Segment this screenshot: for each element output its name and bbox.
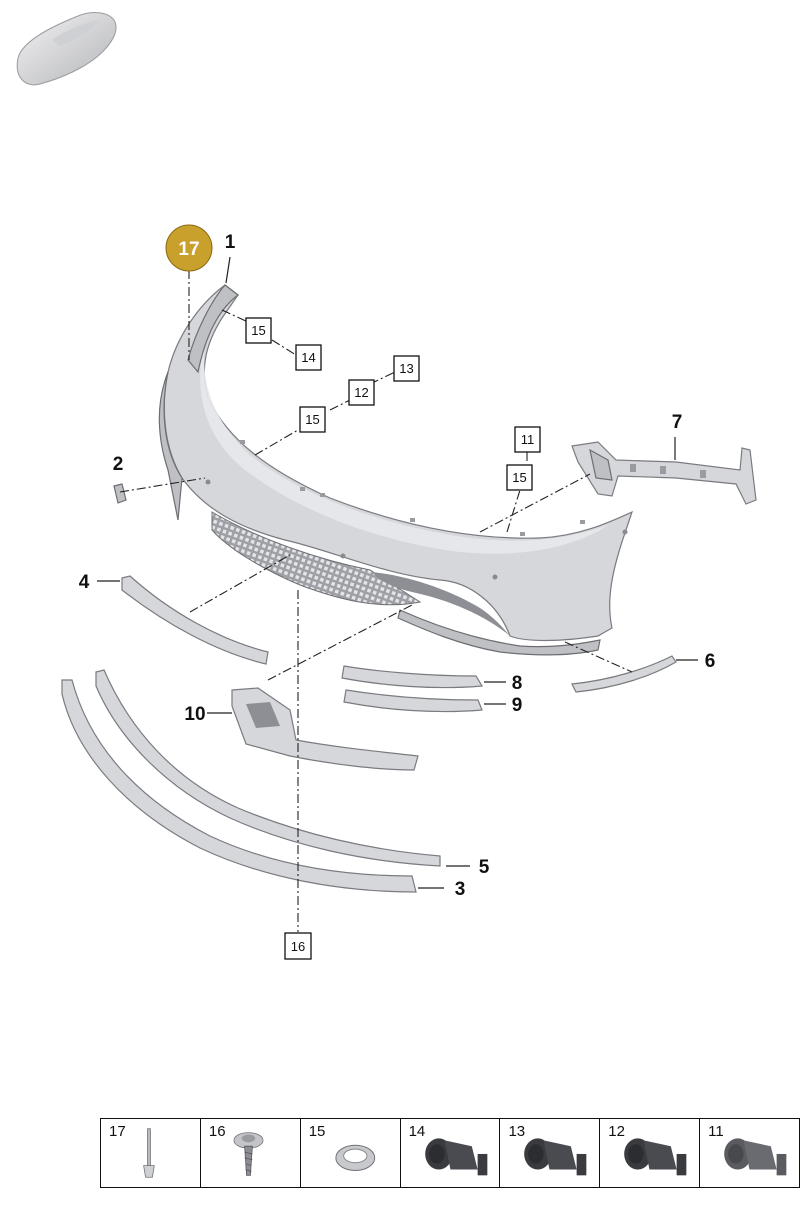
boxed-callout-14[interactable]: 14	[295, 344, 322, 371]
car-thumbnail-icon	[16, 12, 117, 86]
part-10-frame	[231, 687, 419, 771]
legend-label: 12	[608, 1123, 625, 1140]
legend-cell-17[interactable]: 17	[101, 1119, 201, 1187]
callout-labels: 1 2 3 4 5 6 7 8 9 10	[79, 232, 716, 900]
legend-label: 14	[408, 1123, 426, 1140]
part-2	[113, 483, 127, 504]
boxed-callout-15-b[interactable]: 15	[299, 406, 326, 433]
callout-7[interactable]: 7	[672, 412, 683, 433]
sensor-icon	[424, 1138, 487, 1176]
callout-5[interactable]: 5	[479, 857, 490, 878]
badge-circle	[165, 224, 213, 272]
part-3-strip	[61, 679, 417, 893]
highlight-badge[interactable]: 17	[165, 224, 213, 272]
sensor-icon	[624, 1138, 687, 1176]
ring-icon	[335, 1144, 375, 1171]
callout-4[interactable]: 4	[79, 572, 90, 593]
legend-label: 13	[508, 1123, 526, 1140]
boxed-callout-16[interactable]: 16	[284, 932, 312, 960]
boxed-callout-15-a[interactable]: 15	[245, 317, 272, 344]
svg-text:15: 15	[512, 470, 526, 485]
callout-2[interactable]: 2	[113, 454, 124, 475]
part-6-trim	[571, 655, 677, 693]
part-4-strip	[121, 575, 269, 665]
part-8-strip	[341, 665, 484, 689]
badge-label: 17	[178, 239, 199, 260]
callout-10[interactable]: 10	[184, 704, 205, 725]
svg-text:11: 11	[521, 432, 535, 447]
svg-text:16: 16	[291, 939, 305, 954]
legend-label: 17	[109, 1123, 126, 1140]
legend-cell-15[interactable]: 15	[301, 1119, 401, 1187]
legend-cell-16[interactable]: 16	[201, 1119, 301, 1187]
sensor-icon	[724, 1138, 787, 1176]
legend-label: 15	[308, 1123, 326, 1140]
front-bumper-part	[158, 284, 634, 656]
callout-9[interactable]: 9	[512, 695, 523, 716]
boxed-callout-15-c[interactable]: 15	[506, 464, 533, 491]
leader-lines	[97, 256, 698, 932]
svg-text:15: 15	[251, 323, 265, 338]
legend-label: 11	[708, 1123, 724, 1140]
svg-text:14: 14	[301, 350, 315, 365]
callout-3[interactable]: 3	[455, 879, 466, 900]
parts-legend: 17 16 15 14 13	[100, 1118, 800, 1188]
legend-cell-11[interactable]: 11	[700, 1119, 799, 1187]
svg-text:15: 15	[305, 412, 319, 427]
boxed-callouts: 15 14 13 12 15 11 15 16	[245, 317, 541, 960]
svg-text:13: 13	[399, 361, 413, 376]
legend-cell-14[interactable]: 14	[401, 1119, 501, 1187]
legend-cell-13[interactable]: 13	[500, 1119, 601, 1187]
screw-icon	[233, 1132, 264, 1176]
svg-text:12: 12	[354, 385, 368, 400]
legend-label: 16	[208, 1123, 226, 1140]
legend-cell-12[interactable]: 12	[600, 1119, 701, 1187]
callout-8[interactable]: 8	[512, 673, 523, 694]
rivet-icon	[143, 1128, 155, 1178]
part-9-strip	[343, 689, 483, 713]
boxed-callout-12[interactable]: 12	[348, 379, 375, 406]
sensor-icon	[524, 1138, 587, 1176]
boxed-callout-13[interactable]: 13	[393, 355, 420, 382]
boxed-callout-11[interactable]: 11	[514, 426, 541, 453]
part-5-strip	[95, 669, 441, 867]
part-7-bracket	[571, 441, 757, 505]
callout-1[interactable]: 1	[225, 232, 236, 253]
callout-6[interactable]: 6	[705, 651, 716, 672]
